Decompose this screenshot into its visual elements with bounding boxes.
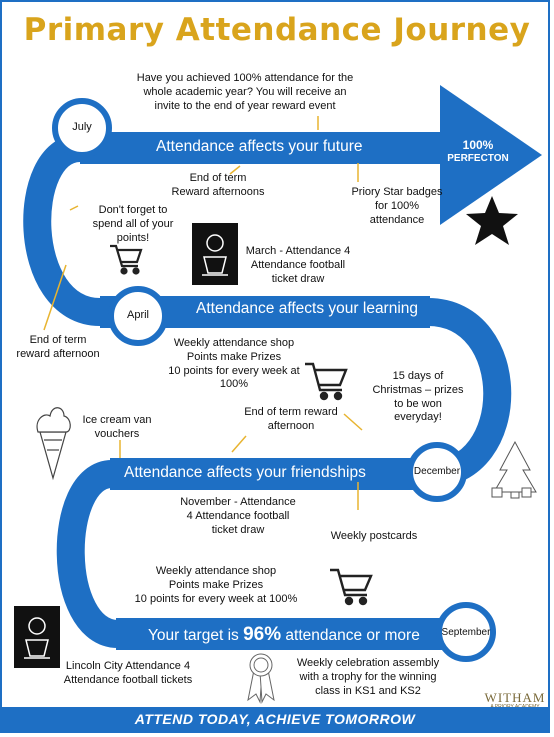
note-weekly-postcards: Weekly postcards <box>330 530 418 542</box>
shopping-cart-icon <box>330 568 373 606</box>
page-title: Primary Attendance Journey <box>23 12 531 48</box>
star-icon <box>466 196 518 245</box>
arrow-tip-label: PERFECTON <box>447 153 509 164</box>
note-ice-cream: Ice cream van vouchers <box>82 414 152 440</box>
arrow-head <box>440 85 542 225</box>
band-target: Your target is 96% attendance or more <box>148 624 420 646</box>
band-future: Attendance affects your future <box>156 138 363 155</box>
note-november-draw: November - Attendance 4 Attendance footb… <box>180 496 296 536</box>
note-dont-forget: Don't forget to spend all of your points… <box>92 204 174 244</box>
arrow-tip-text: 100% PERFECTON <box>446 138 510 166</box>
milestone-december: December <box>413 466 461 477</box>
shopping-cart-icon <box>110 244 143 275</box>
rosette-icon <box>247 653 275 704</box>
april-circle <box>108 286 168 346</box>
note-reward-event: Have you achieved 100% attendance for th… <box>136 72 354 112</box>
shopping-cart-icon <box>305 362 348 401</box>
note-lincoln-city: Lincoln City Attendance 4 Attendance foo… <box>63 660 193 686</box>
note-christmas: 15 days of Christmas – prizes to be won … <box>372 370 464 424</box>
ice-cream-icon <box>36 407 71 481</box>
target-prefix: Your target is <box>148 627 244 644</box>
arrow-tip-percent: 100% <box>462 138 494 152</box>
footer-slogan: ATTEND TODAY, ACHIEVE TOMORROW <box>2 707 548 731</box>
note-march-draw: March - Attendance 4 Attendance football… <box>245 245 351 285</box>
imp-figure <box>24 617 50 659</box>
note-end-term-reward-mid: End of term reward afternoon <box>244 406 338 432</box>
note-end-term-reward-left: End of term reward afternoon <box>16 334 100 360</box>
milestone-april: April <box>126 309 149 321</box>
lincoln-imp-badge-icon <box>14 606 60 668</box>
milestone-july: July <box>72 121 92 133</box>
milestone-september: September <box>441 627 491 638</box>
note-weekly-shop-2: Weekly attendance shop Points make Prize… <box>134 565 298 605</box>
december-circle <box>407 442 467 502</box>
note-celebration: Weekly celebration assembly with a troph… <box>296 657 440 697</box>
target-suffix: attendance or more <box>281 627 420 644</box>
logo-name: WITHAM <box>484 690 546 705</box>
lincoln-imp-badge-icon <box>192 223 238 285</box>
school-logo: WITHAM A PRIORY ACADEMY <box>484 668 546 710</box>
imp-figure <box>202 234 228 276</box>
note-priory-star: Priory Star badges for 100% attendance <box>351 186 443 226</box>
band-friendships: Attendance affects your friendships <box>124 464 366 481</box>
note-weekly-shop-1: Weekly attendance shop Points make Prize… <box>168 337 300 391</box>
band-learning: Attendance affects your learning <box>196 300 419 317</box>
september-circle <box>436 602 496 662</box>
july-circle <box>52 98 112 158</box>
target-value: 96% <box>243 624 282 645</box>
note-reward-afternoons: End of term Reward afternoons <box>171 172 265 198</box>
christmas-tree-icon <box>491 440 537 499</box>
